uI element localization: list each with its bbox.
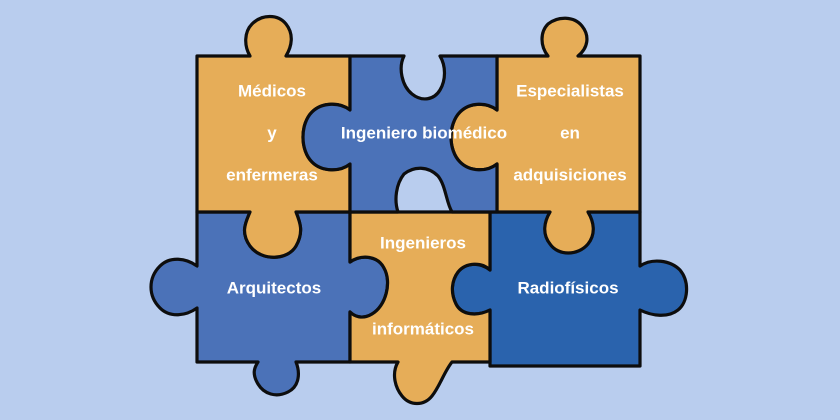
piece-ingenieros-informaticos: Ingenieros informáticos — [348, 210, 492, 406]
label-especialistas-1: Especialistas — [516, 81, 624, 100]
label-arquitectos: Arquitectos — [227, 278, 321, 297]
label-radiofisicos: Radiofísicos — [517, 278, 618, 297]
label-ingenieros-informaticos-1: Ingenieros — [380, 233, 466, 252]
label-especialistas-2: en — [560, 123, 580, 142]
label-ingenieros-informaticos-2: informáticos — [372, 319, 474, 338]
label-medicos-1: Médicos — [238, 81, 306, 100]
piece-ingenieros-informaticos-shape — [348, 210, 492, 406]
label-medicos-2: y — [267, 123, 277, 142]
label-medicos-3: enfermeras — [226, 165, 318, 184]
label-especialistas-3: adquisiciones — [513, 165, 626, 184]
piece-ingeniero-biomedico: Ingeniero biomédico — [301, 54, 507, 214]
label-ingeniero-biomedico: Ingeniero biomédico — [341, 123, 507, 142]
piece-radiofisicos: Radiofísicos — [450, 210, 689, 368]
piece-ingeniero-biomedico-shape — [301, 54, 499, 214]
